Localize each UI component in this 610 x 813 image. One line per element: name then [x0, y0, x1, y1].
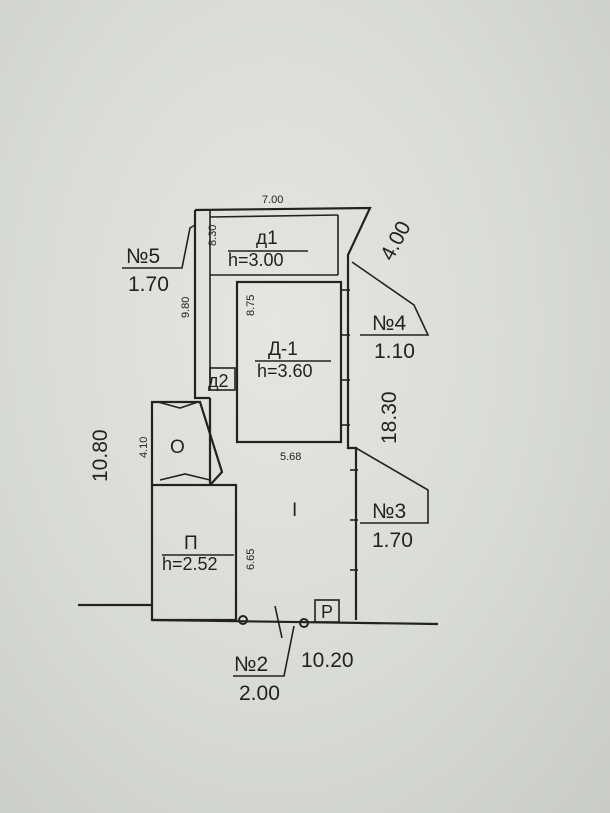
dim-diag: 4.00	[376, 217, 415, 264]
marker-n3-label: №3	[372, 500, 406, 523]
outer-wall-left-upper	[193, 210, 210, 400]
porch-inner	[157, 401, 199, 409]
marker-n4-leader	[351, 261, 430, 336]
bottom-wall	[151, 618, 439, 626]
room-p-height: h=2.52	[162, 554, 218, 574]
room-d2-name: д2	[208, 371, 229, 391]
room-d-main-name: Д-1	[268, 339, 298, 360]
room-main-name: I	[292, 500, 297, 521]
marker-n2-label: №2	[234, 653, 268, 676]
room-d-main-height: h=3.60	[257, 361, 313, 381]
marker-n5-label: №5	[126, 245, 160, 268]
marker-n5-leader	[122, 224, 196, 269]
room-d2-outline	[209, 367, 236, 391]
marker-n2-value: 2.00	[239, 682, 280, 705]
room-r-name: Р	[321, 602, 333, 622]
room-d-main-outline	[235, 280, 343, 444]
dim-left-upper: 8.30	[207, 225, 219, 246]
door-leaf	[274, 605, 283, 639]
dim-right-total: 18.30	[378, 391, 401, 444]
door-hinge-left	[238, 615, 248, 625]
marker-n3-leader	[355, 447, 429, 524]
room-d1-height: h=3.00	[228, 250, 284, 270]
marker-n5-value: 1.70	[128, 273, 169, 296]
right-wall-ticks	[342, 289, 358, 571]
marker-n3-value: 1.70	[372, 529, 413, 552]
dim-inner-width: 5.68	[280, 451, 301, 463]
room-r-outline	[314, 599, 340, 623]
room-o-name: О	[170, 437, 185, 458]
marker-n2-leader	[233, 625, 295, 677]
porch-outline	[150, 400, 224, 486]
dim-inner-height: 8.75	[245, 295, 257, 316]
marker-n4-value: 1.10	[374, 340, 415, 363]
dim-left-total: 10.80	[89, 429, 112, 482]
d1-top-inner	[209, 214, 339, 218]
marker-n4-label: №4	[372, 312, 407, 335]
dim-bottom: 10.20	[301, 649, 354, 672]
porch-lower	[159, 473, 211, 481]
dim-top-width: 7.00	[262, 194, 283, 206]
dim-porch-height: 4.10	[138, 437, 150, 458]
outer-wall-top	[194, 206, 372, 620]
room-p-name: П	[184, 533, 198, 554]
room-d1-name: д1	[256, 228, 278, 249]
door-hinge-right	[299, 618, 309, 628]
dim-left-mid: 9.80	[180, 297, 192, 318]
dim-p-height: 6.65	[245, 549, 257, 570]
